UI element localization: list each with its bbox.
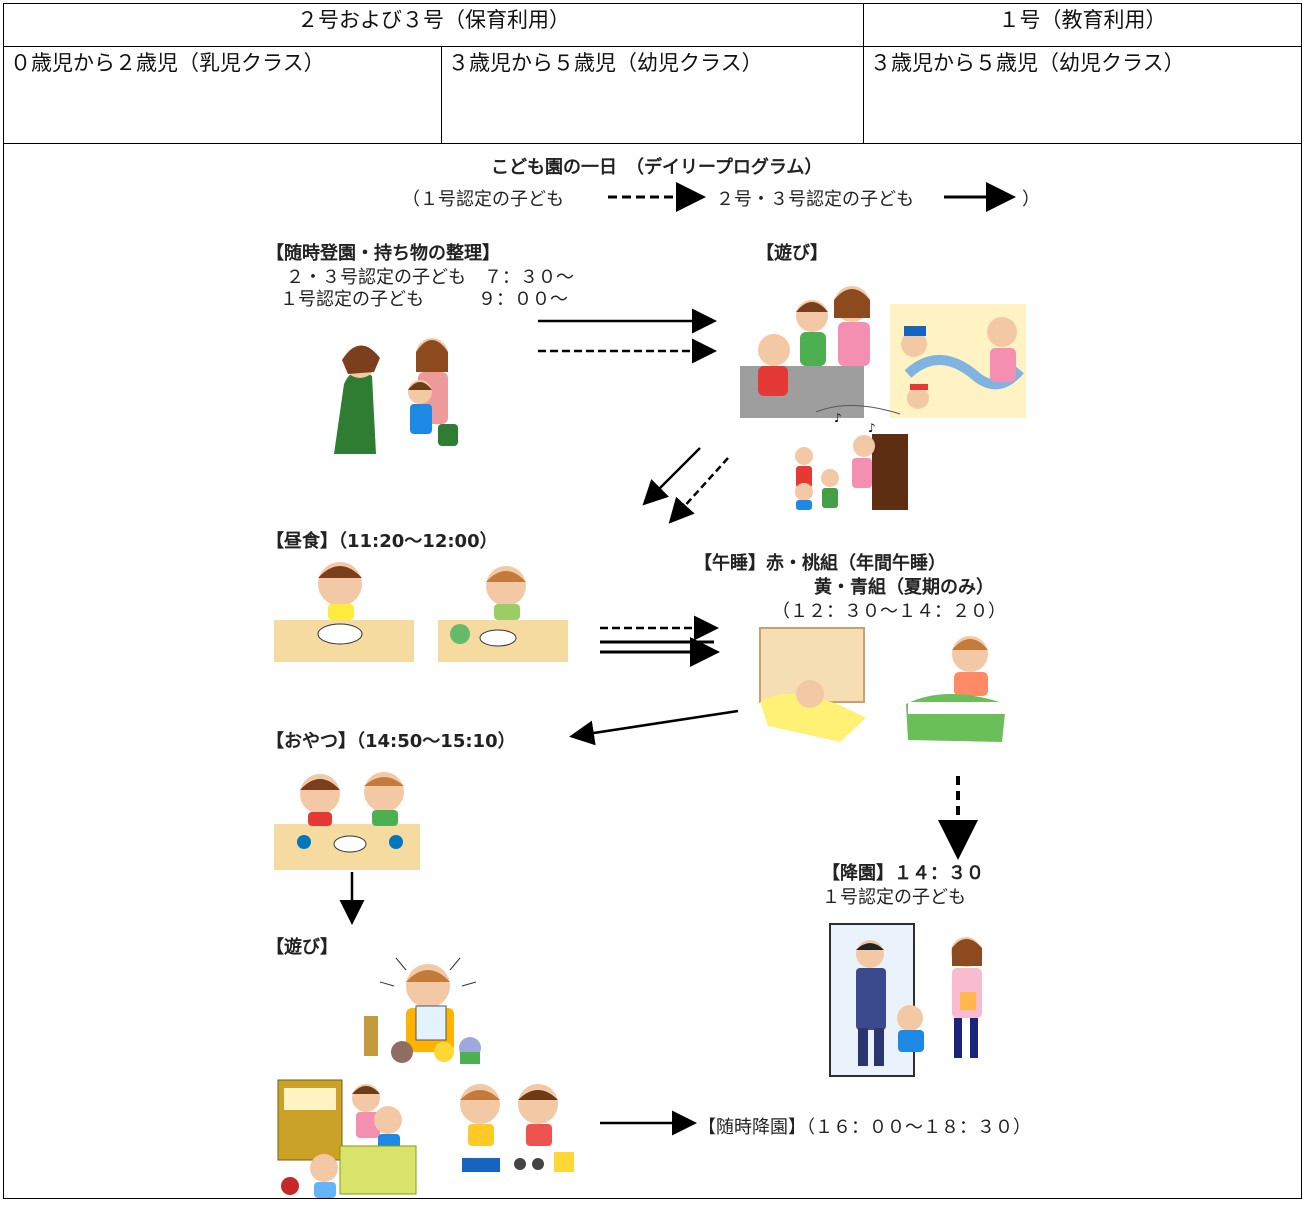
svg-text:♪: ♪ [868, 421, 876, 435]
subheader-infant: ０歳児から２歳児（乳児クラス） [3, 46, 442, 144]
nap-title: 【午睡】赤・桃組（年間午睡） [694, 553, 946, 574]
play-illustration [740, 286, 1026, 418]
play2-title: 【遊び】 [266, 937, 338, 958]
subheader-toddler-hoiku: ３歳児から５歳児（幼児クラス） [441, 46, 864, 144]
daily-program-cell: こども園の一日 （デイリープログラム） （１号認定の子ども ２号・３号認定の子ど… [3, 143, 1302, 1199]
play1-title: 【遊び】 [756, 243, 828, 264]
arrow-play-lunch [642, 447, 701, 506]
departure-sub: １号認定の子ども [822, 887, 966, 908]
svg-text:♪: ♪ [834, 411, 842, 425]
storytime-illustration [364, 957, 481, 1064]
arrival-title: 【随時登園・持ち物の整理】 [266, 243, 500, 264]
arrow-play-nap-dashed [668, 457, 729, 524]
schedule-table: ２号および３号（保育利用） １号（教育利用） ０歳児から２歳児（乳児クラス） ３… [3, 3, 1302, 1199]
arrival-line1: ２・３号認定の子ども ７：３０～ [286, 267, 574, 288]
departure-title: 【降園】１４：３０ [822, 863, 984, 884]
legend-close: ） [1022, 189, 1040, 210]
arrow-nap-snack [569, 709, 739, 746]
departure-illustration [829, 923, 982, 1077]
lunch-title: 【昼食】（11:20～12:00） [266, 531, 498, 552]
nap-time: （１２：３０～１４：２０） [772, 601, 1006, 622]
header-hoiku: ２号および３号（保育利用） [3, 3, 864, 47]
flow-arrows [339, 182, 1016, 1136]
legend-label-2: ２号・３号認定の子ども [716, 189, 914, 210]
header-kyoiku: １号（教育利用） [863, 3, 1302, 47]
snack-title: 【おやつ】（14:50～15:10） [266, 731, 516, 752]
free-play-illustration [277, 1079, 574, 1198]
music-illustration: ♪♪ [795, 405, 908, 510]
lunch-illustration [274, 562, 568, 662]
legend-label-1: （１号認定の子ども [402, 189, 564, 210]
subheader-toddler-kyoiku: ３歳児から５歳児（幼児クラス） [863, 46, 1302, 144]
daily-program-diagram: こども園の一日 （デイリープログラム） （１号認定の子ども ２号・３号認定の子ど… [4, 144, 1302, 1198]
snack-illustration [274, 772, 420, 870]
pickup-title: 【随時降園】（１６：００～１８：３０） [698, 1117, 1031, 1138]
program-title: こども園の一日 （デイリープログラム） [491, 157, 823, 178]
arrival-line2: １号認定の子ども ９：００～ [280, 289, 568, 310]
nap-line2: 黄・青組（夏期のみ） [814, 577, 994, 598]
greeting-illustration [334, 338, 458, 454]
nap-illustration [759, 627, 1006, 742]
